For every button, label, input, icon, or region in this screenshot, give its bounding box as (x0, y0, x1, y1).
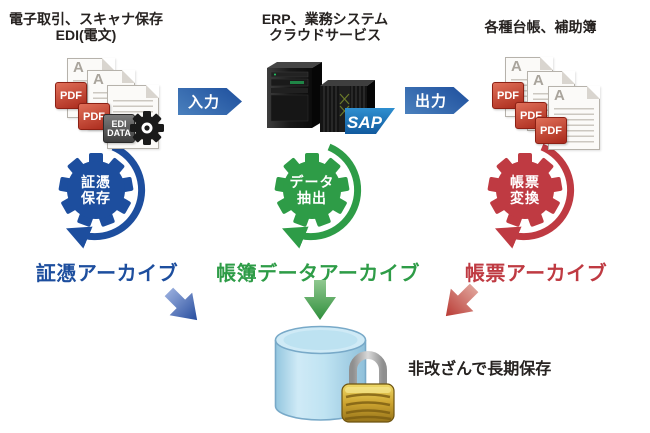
pdf-badge: PDF (535, 117, 567, 144)
document-letter: A (73, 59, 84, 76)
output-document-stack-icon: A A A PDF PDF PDF (485, 50, 630, 150)
output-label: 出力 (414, 93, 447, 110)
document-letter: A (511, 58, 522, 75)
gear-label: 帳票 変換 (510, 174, 540, 206)
archive-label-ledger-data: 帳簿データアーカイブ (216, 263, 420, 285)
process-gear-evidence-save: 証憑 保存 (44, 138, 174, 250)
header-line2: クラウドサービス (269, 27, 381, 43)
red-down-left-arrow-icon (445, 283, 479, 317)
archive-label-evidence: 証憑アーカイブ (35, 263, 179, 285)
padlock-icon (341, 351, 395, 423)
pdf-badge: PDF (55, 82, 87, 109)
edi-data-badge: EDI DATA (103, 114, 135, 143)
gear-circular-arrow-icon (58, 143, 146, 249)
document-letter: A (533, 72, 544, 89)
gear-circular-arrow-icon (487, 143, 575, 249)
input-label: 入力 (187, 94, 220, 111)
header-line1: 各種台帳、補助簿 (484, 19, 597, 35)
green-down-arrow-icon (304, 280, 336, 320)
header-erp-systems: ERP、業務システム クラウドサービス (230, 11, 420, 43)
gear-circular-arrow-icon (274, 143, 362, 249)
gear-label: 証憑 保存 (81, 174, 111, 206)
archive-label-report: 帳票アーカイブ (464, 263, 608, 285)
gear-label: データ 抽出 (289, 174, 335, 206)
header-line2: EDI(電文) (55, 27, 117, 43)
document-letter: A (93, 71, 104, 88)
document-letter: A (554, 87, 565, 104)
blue-down-right-arrow-icon (164, 287, 198, 321)
sap-logo: SAP (345, 108, 395, 134)
header-ledgers: 各種台帳、補助簿 (443, 19, 638, 35)
storage-caption: 非改ざんで長期保存 (408, 361, 552, 378)
sap-logo-text: SAP (347, 113, 383, 132)
source-document-stack-icon: A A PDF PDF EDI DATA (55, 52, 175, 152)
process-gear-data-extract: データ 抽出 (260, 138, 390, 250)
header-electronic-transactions: 電子取引、スキャナ保存 EDI(電文) (0, 11, 172, 43)
process-gear-report-convert: 帳票 変換 (473, 138, 603, 250)
header-line1: 電子取引、スキャナ保存 (9, 11, 163, 27)
input-flow-arrow: 入力 (178, 88, 242, 115)
gear-icon (130, 111, 164, 145)
header-line1: ERP、業務システム (261, 11, 389, 27)
output-flow-arrow: 出力 (405, 87, 469, 114)
